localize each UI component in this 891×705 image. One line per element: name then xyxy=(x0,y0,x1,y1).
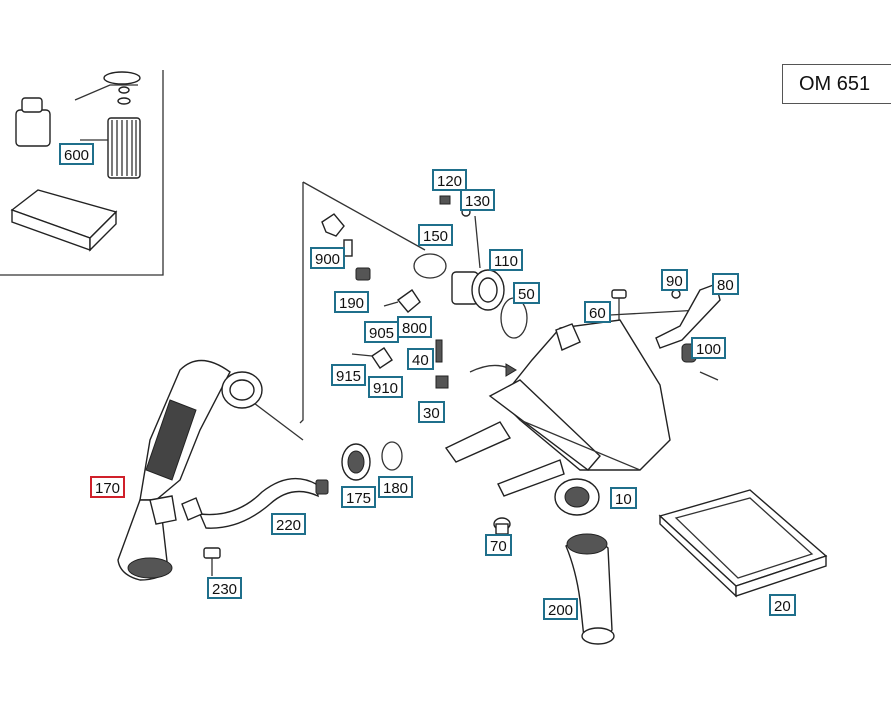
callout-900[interactable]: 900 xyxy=(310,247,346,269)
callout-130[interactable]: 130 xyxy=(460,189,496,211)
callout-10[interactable]: 10 xyxy=(610,487,637,509)
callout-220[interactable]: 220 xyxy=(271,513,307,535)
air-mass-sensor xyxy=(451,215,505,311)
callout-60[interactable]: 60 xyxy=(584,301,611,323)
callout-175[interactable]: 175 xyxy=(341,486,377,508)
callout-230[interactable]: 230 xyxy=(207,577,243,599)
callout-30[interactable]: 30 xyxy=(418,401,445,423)
callout-50[interactable]: 50 xyxy=(513,282,540,304)
sensor-parts xyxy=(321,213,449,389)
callout-120[interactable]: 120 xyxy=(432,169,468,191)
engine-code-label: OM 651 xyxy=(782,64,891,104)
callout-800[interactable]: 800 xyxy=(397,316,433,338)
filter-inset xyxy=(0,70,164,276)
callout-905[interactable]: 905 xyxy=(364,321,400,343)
callout-600[interactable]: 600 xyxy=(59,143,95,165)
callout-170[interactable]: 170 xyxy=(90,476,126,498)
callout-40[interactable]: 40 xyxy=(407,348,434,370)
air-filter-housing xyxy=(444,319,671,516)
panel-filter xyxy=(658,489,828,598)
filter-pleats xyxy=(111,120,137,176)
intake-hose xyxy=(565,533,615,645)
callout-150[interactable]: 150 xyxy=(418,224,454,246)
callout-90[interactable]: 90 xyxy=(661,269,688,291)
callout-110[interactable]: 110 xyxy=(489,249,523,271)
callout-70[interactable]: 70 xyxy=(485,534,512,556)
callout-915[interactable]: 915 xyxy=(331,364,367,386)
callout-20[interactable]: 20 xyxy=(769,594,796,616)
callout-100[interactable]: 100 xyxy=(691,337,727,359)
callout-190[interactable]: 190 xyxy=(334,291,370,313)
callout-910[interactable]: 910 xyxy=(368,376,404,398)
callout-180[interactable]: 180 xyxy=(378,476,414,498)
callout-200[interactable]: 200 xyxy=(543,598,579,620)
callout-80[interactable]: 80 xyxy=(712,273,739,295)
hose-220 xyxy=(181,477,329,529)
charge-pipe xyxy=(117,359,263,581)
